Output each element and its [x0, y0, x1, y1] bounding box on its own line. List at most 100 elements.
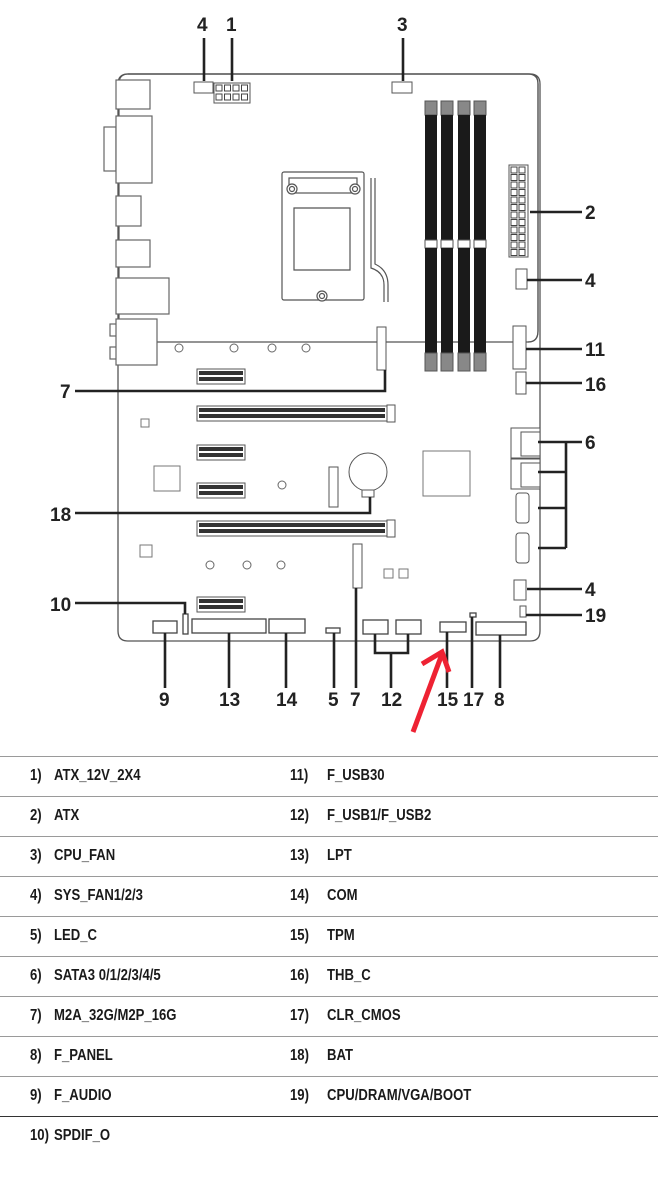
connector-pin — [241, 84, 248, 92]
dimm-clip — [424, 352, 438, 372]
callout-11: 11 — [585, 340, 606, 361]
mounting-hole — [174, 343, 184, 353]
legend-number: 7) — [30, 1007, 42, 1024]
legend-name: F_USB30 — [327, 767, 385, 784]
pcie-contacts — [199, 599, 243, 603]
motherboard-layout-diagram: 4 1 3 2 4 11 16 6 4 19 7 18 10 9 13 14 5… — [50, 15, 606, 733]
mounting-hole — [242, 560, 252, 570]
callout-18: 18 — [50, 505, 71, 526]
legend-number: 9) — [30, 1087, 42, 1104]
legend-number: 3) — [30, 847, 42, 864]
bottom-headers — [152, 612, 527, 636]
legend-name: CPU/DRAM/VGA/BOOT — [327, 1087, 472, 1104]
legend-name: TPM — [327, 927, 355, 944]
dimm-slot — [458, 115, 470, 240]
callout-15: 15 — [437, 690, 459, 711]
legend-number: 12) — [290, 807, 309, 824]
dimm-clip — [457, 352, 471, 372]
legend-number: 15) — [290, 927, 309, 944]
connector-pin — [510, 166, 518, 174]
dimm-key — [473, 239, 487, 249]
callout-2: 2 — [585, 203, 596, 224]
connector-pin — [215, 93, 223, 101]
connector-pin — [518, 211, 526, 219]
chip — [153, 465, 181, 492]
connector-pin — [518, 241, 526, 249]
pcie-contacts — [199, 447, 243, 451]
legend-number: 1) — [30, 767, 42, 784]
dimm-clip — [424, 100, 438, 116]
legend-row: 3) CPU_FAN 13) LPT — [0, 836, 658, 876]
legend-name: ATX_12V_2X4 — [54, 767, 141, 784]
legend-row: 8) F_PANEL 18) BAT — [0, 1036, 658, 1076]
callout-lines — [75, 38, 582, 688]
legend-number: 18) — [290, 1047, 309, 1064]
dimm-clip — [473, 352, 487, 372]
sys-fan-header-right — [515, 268, 528, 290]
legend-row: 2) ATX 12) F_USB1/F_USB2 — [0, 796, 658, 836]
legend-row: 9) F_AUDIO 19) CPU/DRAM/VGA/BOOT — [0, 1076, 658, 1116]
red-arrow-pointer — [410, 648, 452, 733]
legend-name: ATX — [54, 807, 80, 824]
legend-number: 13) — [290, 847, 309, 864]
legend-number: 19) — [290, 1087, 309, 1104]
callout-4-lower: 4 — [585, 580, 596, 601]
callout-14: 14 — [276, 690, 298, 711]
pcie-contacts — [199, 491, 243, 495]
small-chip — [383, 568, 394, 579]
connector-pin — [510, 211, 518, 219]
mounting-hole — [277, 480, 287, 490]
dimm-slot — [474, 115, 486, 240]
legend-name: CPU_FAN — [54, 847, 116, 864]
connector-pin — [510, 234, 518, 241]
rear-io — [103, 79, 170, 366]
dimm-key — [440, 239, 454, 249]
small-chip — [140, 418, 150, 428]
atx-12v-connector — [213, 82, 251, 104]
legend-name: SATA3 0/1/2/3/4/5 — [54, 967, 161, 984]
connector-pin — [224, 93, 231, 101]
debug-leds — [519, 605, 527, 618]
chipset — [422, 450, 471, 497]
connector-pin — [224, 84, 231, 92]
pcie-latch — [386, 404, 396, 423]
callout-4-right: 4 — [585, 271, 596, 292]
pcie-contacts — [199, 414, 385, 418]
connector-pin — [232, 93, 240, 101]
callout-1: 1 — [226, 15, 237, 36]
legend-name: SYS_FAN1/2/3 — [54, 887, 143, 904]
callout-4-top: 4 — [197, 15, 208, 36]
connector-pin — [510, 219, 518, 226]
legend-name: F_AUDIO — [54, 1087, 112, 1104]
legend-row: 6) SATA3 0/1/2/3/4/5 16) THB_C — [0, 956, 658, 996]
legend-number: 8) — [30, 1047, 42, 1064]
small-chip — [398, 568, 409, 579]
pcie-slots — [196, 368, 396, 613]
callout-7-left: 7 — [60, 382, 71, 403]
callout-9: 9 — [159, 690, 170, 711]
callout-10: 10 — [50, 595, 71, 616]
dimm-slots — [424, 100, 487, 372]
connector-pin — [510, 181, 518, 189]
connector-pin — [510, 196, 518, 204]
callout-8: 8 — [494, 690, 505, 711]
mounting-hole — [205, 560, 215, 570]
callout-17: 17 — [463, 690, 484, 711]
connector-pin — [518, 181, 526, 189]
connector-pin — [518, 174, 526, 181]
connector-pin — [510, 174, 518, 181]
mounting-hole — [229, 343, 239, 353]
pcie-contacts — [199, 529, 385, 533]
cpu-socket — [281, 171, 389, 302]
pcie-latch — [386, 519, 396, 538]
legend-name: COM — [327, 887, 358, 904]
legend-name: LED_C — [54, 927, 98, 944]
atx-24pin-connector — [508, 164, 529, 258]
dimm-clip — [440, 352, 454, 372]
callout-5: 5 — [328, 690, 339, 711]
legend-name: F_USB1/F_USB2 — [327, 807, 432, 824]
dimm-slot — [425, 248, 437, 353]
connector-pin — [510, 241, 518, 249]
legend-name: BAT — [327, 1047, 353, 1064]
connector-pin — [518, 166, 526, 174]
